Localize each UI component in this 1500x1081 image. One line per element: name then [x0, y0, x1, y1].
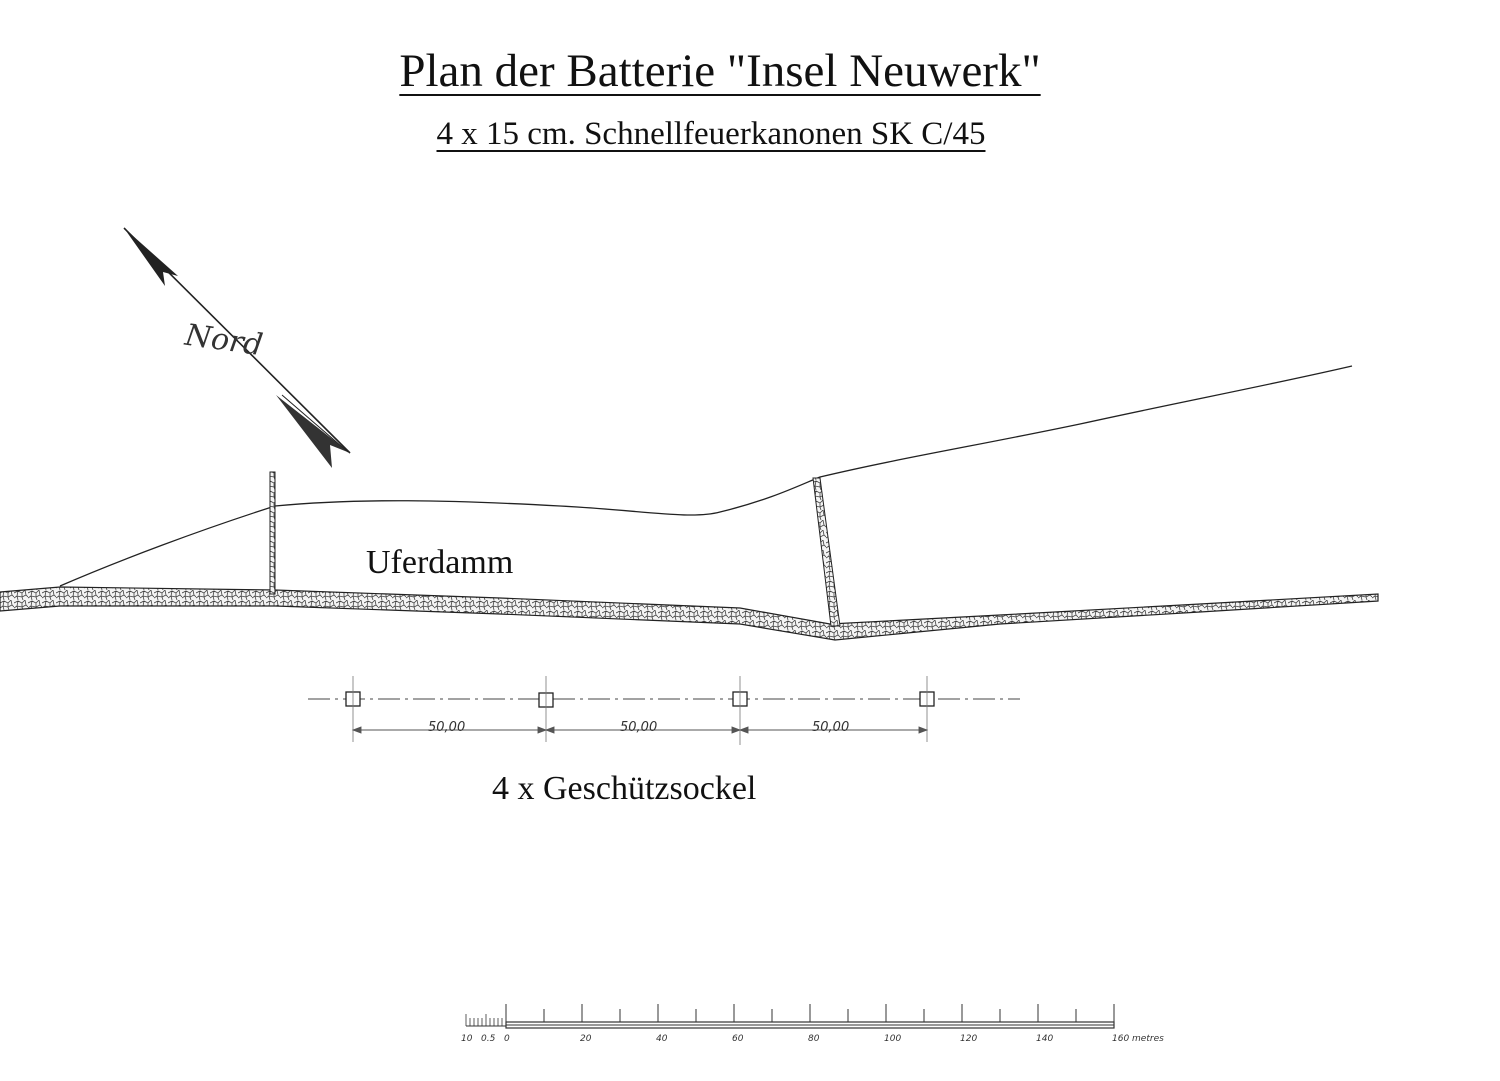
scale-label: 120: [960, 1034, 977, 1044]
scale-label: 80: [808, 1034, 820, 1044]
scale-bar: [465, 1004, 1115, 1029]
scale-label: 140: [1036, 1034, 1053, 1044]
scale-label: 160 metres: [1112, 1034, 1164, 1044]
spacing-label-3: 50,00: [812, 720, 849, 735]
dimension-lines: [351, 726, 929, 734]
scale-label: 100: [884, 1034, 901, 1044]
scale-minor-label: 10: [461, 1034, 473, 1044]
embankment-label: Uferdamm: [366, 544, 514, 581]
embankment-dam: [0, 586, 1379, 641]
cross-wall-left: [269, 471, 276, 595]
gun-emplacements: [345, 676, 935, 745]
scale-label: 20: [580, 1034, 592, 1044]
plan-title: Plan der Batterie "Insel Neuwerk": [399, 45, 1041, 97]
scale-label: 40: [656, 1034, 668, 1044]
shoreline-contour: [59, 365, 1353, 587]
spacing-label-2: 50,00: [620, 720, 657, 735]
spacing-label-1: 50,00: [428, 720, 465, 735]
cross-wall-right: [812, 477, 841, 627]
north-arrow-icon: [123, 227, 351, 468]
plan-subtitle: 4 x 15 cm. Schnellfeuerkanonen SK C/45: [436, 116, 986, 152]
scale-label: 0: [504, 1034, 510, 1044]
scale-minor-label: 0.5: [481, 1034, 496, 1044]
gun-emplacements-label: 4 x Geschützsockel: [492, 770, 757, 807]
scale-label: 60: [732, 1034, 744, 1044]
